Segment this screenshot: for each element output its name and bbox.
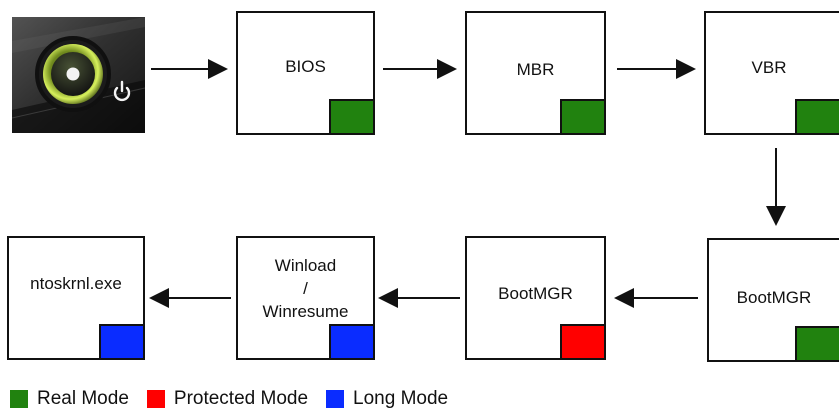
bootmgr-real-mode-badge <box>795 326 839 362</box>
bootmgr-protected-mode-label: BootMGR <box>498 284 573 303</box>
mbr-label: MBR <box>516 60 555 79</box>
legend-long-mode-label: Long Mode <box>353 388 449 409</box>
ntoskrnl-label: ntoskrnl.exe <box>30 274 122 293</box>
bootmgr-real-mode-label: BootMGR <box>736 288 812 307</box>
winresume-label: Winresume <box>262 302 349 321</box>
legend-long-mode: Long Mode <box>326 388 448 410</box>
mbr-real-mode-badge <box>560 99 606 135</box>
bootmgr-protected-mode-badge <box>560 324 606 360</box>
legend-real-mode: Real Mode <box>10 388 129 410</box>
ntoskrnl-box: ntoskrnl.exe <box>7 236 145 360</box>
legend-long-mode-swatch <box>326 390 345 408</box>
winload-long-mode-badge <box>329 324 375 360</box>
legend-protected-mode: Protected Mode <box>146 388 309 410</box>
bootmgr-protected-mode-box: BootMGR <box>465 236 606 360</box>
vbr-label: VBR <box>751 58 787 77</box>
mbr-box: MBR <box>465 11 606 135</box>
ntoskrnl-long-mode-badge <box>99 324 145 360</box>
bootmgr-real-mode-box: BootMGR <box>707 238 839 362</box>
bios-label: BIOS <box>285 57 326 76</box>
power-button-photo <box>12 17 145 133</box>
legend-real-mode-swatch <box>10 390 28 408</box>
bios-real-mode-badge <box>329 99 375 135</box>
bios-box: BIOS <box>236 11 375 135</box>
mode-legend: Real Mode Protected Mode Long Mode <box>10 388 466 410</box>
legend-real-mode-label: Real Mode <box>37 388 129 409</box>
vbr-box: VBR <box>704 11 839 135</box>
winload-separator-label: / <box>303 279 308 298</box>
legend-protected-mode-swatch <box>146 390 165 408</box>
vbr-real-mode-badge <box>795 99 839 135</box>
winload-winresume-box: Winload / Winresume <box>236 236 375 360</box>
winload-label: Winload <box>274 256 337 275</box>
power-button-icon <box>12 17 145 133</box>
legend-protected-mode-label: Protected Mode <box>173 388 309 409</box>
